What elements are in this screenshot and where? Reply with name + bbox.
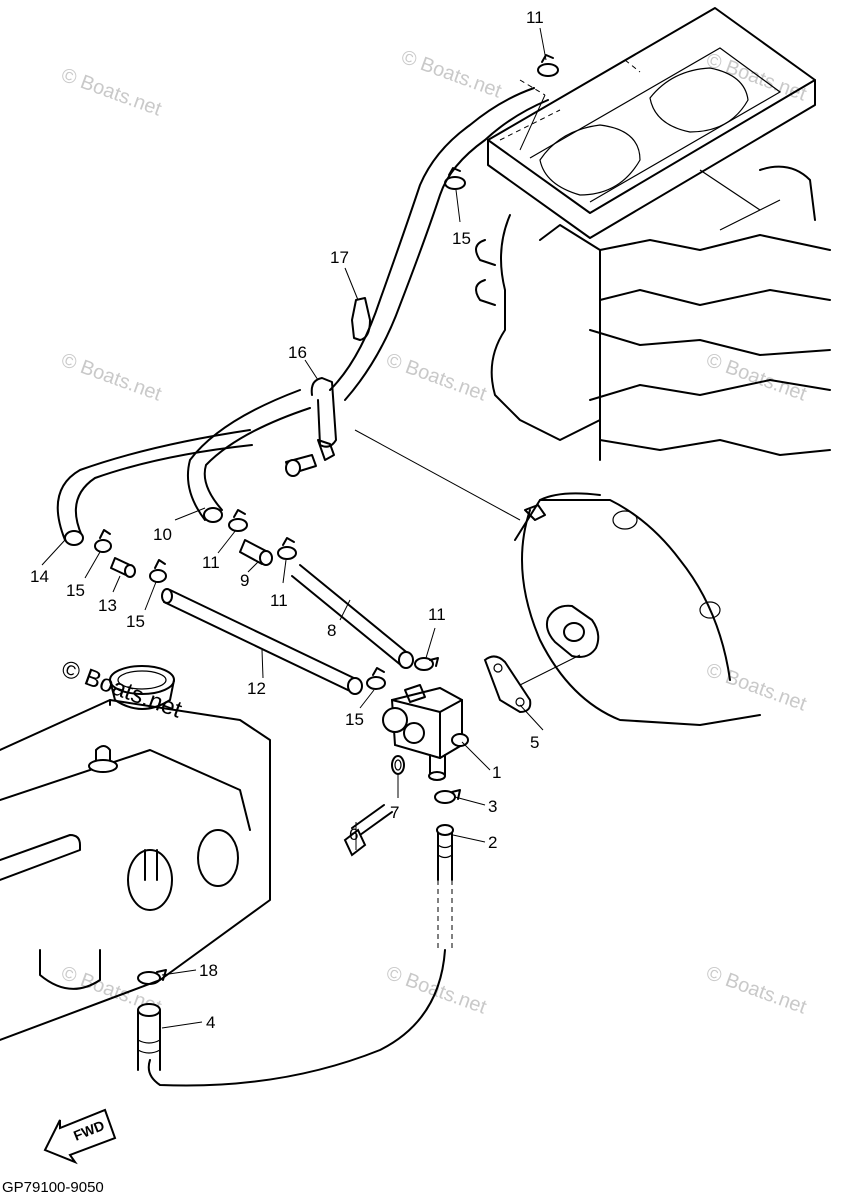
callout-15-lower: 15 xyxy=(345,710,364,729)
engine-outline xyxy=(475,7,831,726)
diagram-code: GP79100-9050 xyxy=(2,1179,104,1196)
watermark: © Boats.net xyxy=(383,349,489,406)
callout-8: 8 xyxy=(327,621,336,640)
watermark: © Boats.net xyxy=(703,659,809,716)
callout-18: 18 xyxy=(199,961,218,980)
callout-3: 3 xyxy=(488,797,497,816)
callout-14: 14 xyxy=(30,567,49,586)
callout-10: 10 xyxy=(153,525,172,544)
fwd-arrow: FWD xyxy=(43,1108,117,1165)
callout-4: 4 xyxy=(206,1013,215,1032)
callout-15-left: 15 xyxy=(66,581,85,600)
watermark: © Boats.net xyxy=(703,49,809,106)
callout-7: 7 xyxy=(390,803,399,822)
callout-15-upper: 15 xyxy=(452,229,471,248)
hose-set xyxy=(56,54,559,1087)
oil-tank xyxy=(0,665,271,1041)
callouts: 11 15 17 16 10 14 15 13 15 11 9 11 8 11 … xyxy=(30,8,547,1032)
callout-9: 9 xyxy=(240,571,249,590)
callout-1: 1 xyxy=(492,763,501,782)
callout-16: 16 xyxy=(288,343,307,362)
watermark: © Boats.net xyxy=(703,962,809,1019)
callout-15-mid: 15 xyxy=(126,612,145,631)
watermark: © Boats.net xyxy=(58,64,164,121)
watermark: © Boats.net xyxy=(398,46,504,103)
callout-6: 6 xyxy=(349,825,358,844)
callout-11-mid: 11 xyxy=(202,553,220,572)
callout-11-lower: 11 xyxy=(428,605,446,624)
callout-11-right: 11 xyxy=(270,591,288,610)
callout-2: 2 xyxy=(488,833,497,852)
watermark: © Boats.net xyxy=(703,349,809,406)
callout-5: 5 xyxy=(530,733,539,752)
callout-11-top: 11 xyxy=(526,8,544,27)
callout-12: 12 xyxy=(247,679,266,698)
callout-17: 17 xyxy=(330,248,349,267)
callout-13: 13 xyxy=(98,596,117,615)
watermark: © Boats.net xyxy=(58,349,164,406)
